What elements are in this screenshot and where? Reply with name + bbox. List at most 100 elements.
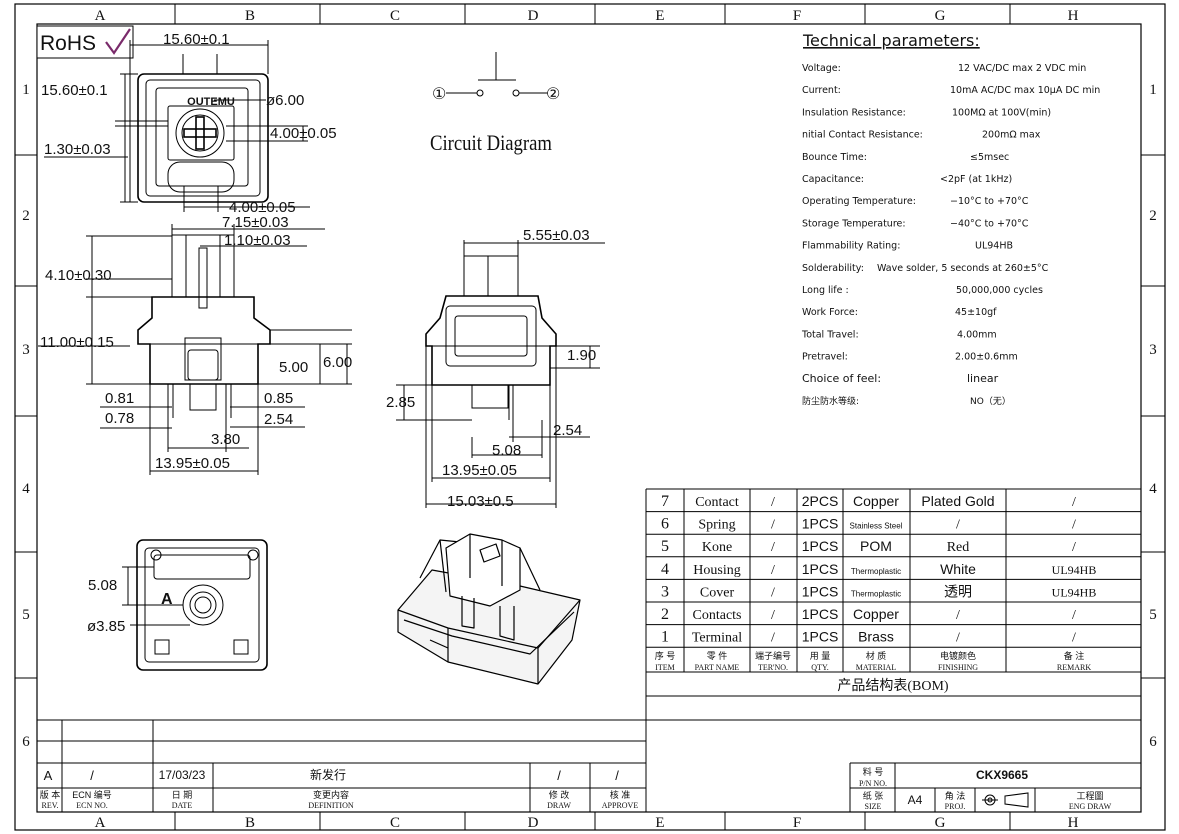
tech-param-label: nitial Contact Resistance:	[802, 130, 923, 141]
column-label: B	[245, 815, 255, 831]
dim-top-width: 15.60±0.1	[163, 31, 230, 48]
bom-header-cn: 序 号	[655, 650, 676, 661]
bom-cell-item: 1	[661, 629, 669, 646]
tech-param-label: Voltage:	[802, 63, 841, 74]
dim-side-254: 2.54	[553, 422, 582, 439]
draw-value: /	[557, 768, 561, 783]
bom-cell-qty: 2PCS	[802, 493, 839, 509]
bom-cell-finishing: White	[940, 561, 976, 577]
pn-label-cn: 料 号	[863, 766, 884, 777]
rev-value: A	[44, 768, 53, 783]
bom-header-en: PART NAME	[695, 663, 740, 672]
dim-front-bottom-w: 13.95±0.05	[155, 455, 230, 472]
tech-param-value: NO（无）	[970, 396, 1011, 407]
row-label: 5	[22, 607, 30, 623]
dim-top-cross: 4.00±0.05	[270, 125, 337, 142]
bottom-letter: A	[161, 591, 173, 608]
bom-cell-item: 6	[661, 516, 669, 533]
tech-param-label: Total Travel:	[801, 329, 859, 340]
column-label: D	[528, 815, 539, 831]
circuit-pin2: ②	[546, 86, 560, 103]
bom-header-cn: 材 质	[866, 650, 887, 661]
bom-cell-ter: /	[771, 608, 775, 623]
bottom-view	[122, 539, 268, 671]
bom-cell-remark: UL94HB	[1052, 563, 1097, 577]
bom-cell-ter: /	[771, 495, 775, 510]
bom-cell-finishing: 透明	[944, 584, 972, 600]
tech-param-label: Current:	[802, 85, 841, 96]
bom-cell-finishing: Red	[947, 540, 970, 555]
bom-cell-qty: 1PCS	[802, 538, 839, 554]
approve-value: /	[615, 768, 619, 783]
dim-bottom-hole: ø3.85	[87, 618, 125, 635]
rev-header-en: DRAW	[547, 801, 571, 810]
isometric-view	[397, 533, 581, 685]
proj-label-cn: 角 法	[945, 790, 966, 801]
row-label: 4	[22, 481, 30, 497]
tech-param-value: −10°C to +70°C	[950, 196, 1029, 207]
row-label: 4	[1149, 481, 1157, 497]
tech-param-value: 10mA AC/DC max 10µA DC min	[950, 85, 1100, 96]
bom-cell-ter: /	[771, 563, 775, 578]
bom-header-en: TER'NO.	[758, 663, 788, 672]
rohs-text: RoHS	[40, 32, 96, 55]
dim-side-stem-w: 5.55±0.03	[523, 227, 590, 244]
tech-param-value: Wave solder, 5 seconds at 260±5°C	[877, 263, 1049, 274]
bom-cell-remark: UL94HB	[1052, 585, 1097, 599]
bom-cell-name: Terminal	[692, 631, 742, 646]
row-label: 6	[22, 734, 30, 750]
dim-side-285: 2.85	[386, 394, 415, 411]
brand-text: OUTEMU	[187, 96, 235, 108]
bom-cell-qty: 1PCS	[802, 606, 839, 622]
bom-cell-qty: 1PCS	[802, 561, 839, 577]
dim-front-stem-h: 4.10±0.30	[45, 267, 112, 284]
rev-header-en: ECN NO.	[76, 801, 108, 810]
tech-title: Technical parameters:	[802, 31, 980, 50]
column-label: H	[1068, 8, 1079, 24]
dim-front-pin4: 2.54	[264, 411, 293, 428]
row-label: 1	[1149, 82, 1157, 98]
rev-header-en: APPROVE	[602, 801, 639, 810]
projection-symbol-icon	[982, 792, 1029, 808]
dim-front-stem-w: 7.15±0.03	[222, 214, 289, 231]
bom-cell-material: Brass	[858, 629, 894, 645]
bom-cell-material: Stainless Steel	[850, 522, 903, 531]
tech-param-label: Work Force:	[802, 307, 858, 318]
bom-cell-material: Thermoplastic	[851, 567, 901, 576]
bom-header-cn: 电镀颜色	[940, 650, 976, 661]
tech-param-label: Pretravel:	[802, 352, 848, 363]
rev-header-cn: ECN 编号	[72, 789, 112, 800]
pn-value: CKX9665	[976, 768, 1028, 782]
bom-cell-name: Housing	[693, 563, 740, 578]
tech-param-label: Capacitance:	[802, 174, 864, 185]
dim-front-600: 6.00	[323, 354, 352, 371]
column-label: F	[793, 8, 801, 24]
bom-cell-remark: /	[1072, 518, 1076, 533]
column-label: C	[390, 815, 400, 831]
dim-side-508: 5.08	[492, 442, 521, 459]
size-value: A4	[908, 793, 923, 807]
bom-cell-item: 2	[661, 606, 669, 623]
bom-cell-item: 4	[661, 561, 669, 578]
bom-cell-ter: /	[771, 540, 775, 555]
tech-param-label: Insulation Resistance:	[802, 107, 906, 118]
proj-label-en: PROJ.	[945, 802, 966, 811]
bom-header-cn: 零 件	[707, 650, 728, 661]
bom-cell-material: Copper	[853, 606, 899, 622]
column-label: E	[655, 8, 664, 24]
rev-header-cn: 版 本	[40, 789, 61, 800]
rev-header-cn: 变更内容	[313, 789, 349, 800]
bom-cell-finishing: /	[956, 608, 960, 623]
row-label: 2	[22, 208, 30, 224]
top-view	[44, 40, 310, 212]
dim-side-190: 1.90	[567, 347, 596, 364]
grid-ticks	[15, 4, 1165, 830]
rev-header-cn: 核 准	[610, 789, 631, 800]
bom-header-en: FINISHING	[938, 663, 978, 672]
bom-cell-remark: /	[1072, 631, 1076, 646]
circuit-pin1: ①	[432, 86, 446, 103]
